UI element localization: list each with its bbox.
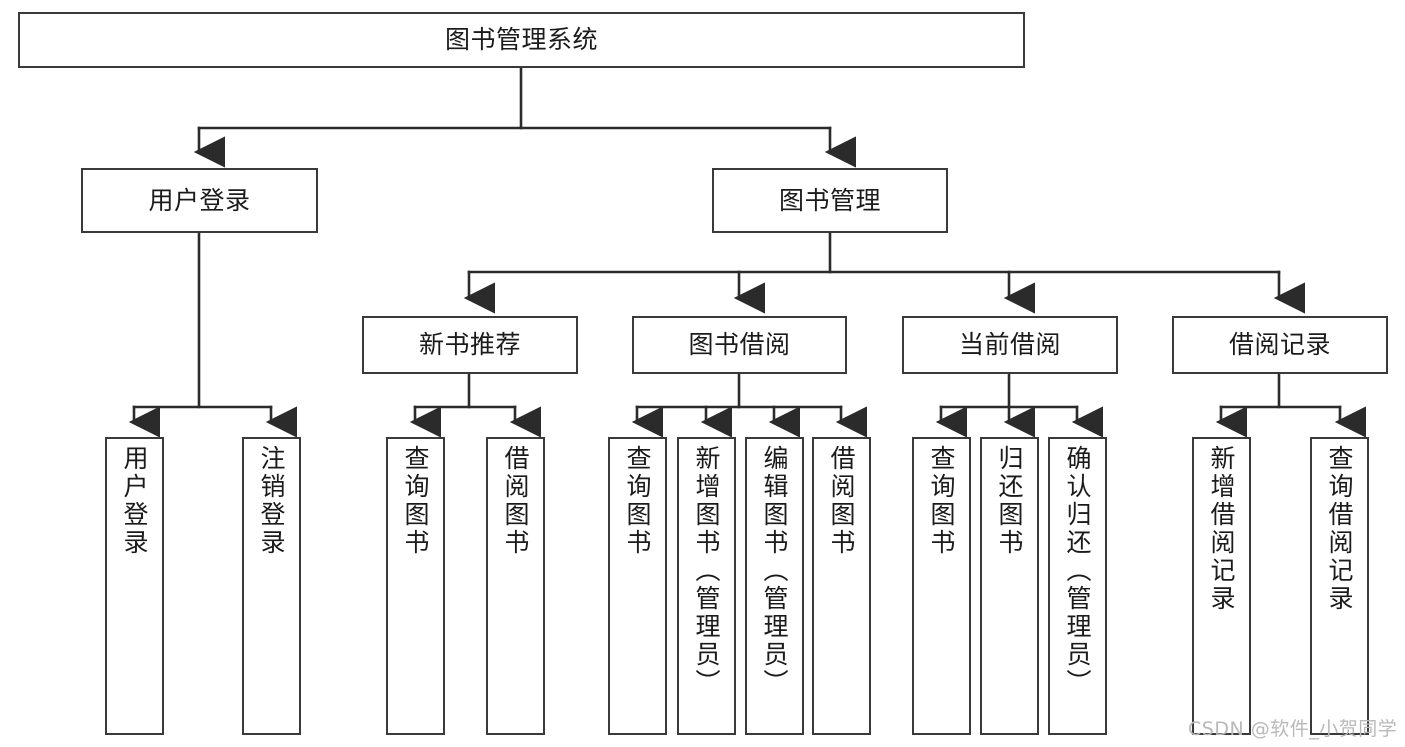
node-borrow-record-label: 借阅记录 — [1228, 330, 1331, 360]
leaf-add-book-label: 新增图书（管理员） — [692, 445, 721, 697]
node-book-manage[interactable]: 图书管理 — [712, 168, 948, 233]
leaf-confirm-return-label: 确认归还（管理员） — [1063, 445, 1092, 697]
leaf-add-book[interactable]: 新增图书（管理员） — [677, 437, 736, 735]
csdn-watermark: CSDN @软件_小贺同学 — [1188, 718, 1398, 740]
node-book-borrow-label: 图书借阅 — [688, 330, 791, 360]
leaf-query-book-3[interactable]: 查询图书 — [912, 437, 971, 735]
node-new-book-rec[interactable]: 新书推荐 — [362, 316, 578, 374]
node-current-borrow[interactable]: 当前借阅 — [902, 316, 1118, 374]
leaf-borrow-book-2[interactable]: 借阅图书 — [812, 437, 871, 735]
leaf-add-record[interactable]: 新增借阅记录 — [1192, 437, 1251, 735]
node-root-label: 图书管理系统 — [444, 25, 598, 55]
leaf-return-book-label: 归还图书 — [995, 445, 1024, 557]
leaf-user-logout[interactable]: 注销登录 — [242, 437, 301, 735]
leaf-borrow-book-2-label: 借阅图书 — [827, 445, 856, 557]
leaf-user-login-label: 用户登录 — [120, 445, 149, 557]
leaf-user-login[interactable]: 用户登录 — [105, 437, 164, 735]
leaf-add-record-label: 新增借阅记录 — [1207, 445, 1236, 613]
leaf-user-logout-label: 注销登录 — [257, 445, 286, 557]
leaf-query-book-1-label: 查询图书 — [401, 445, 430, 557]
leaf-query-record[interactable]: 查询借阅记录 — [1310, 437, 1369, 735]
leaf-edit-book[interactable]: 编辑图书（管理员） — [745, 437, 804, 735]
node-borrow-record[interactable]: 借阅记录 — [1172, 316, 1388, 374]
node-root[interactable]: 图书管理系统 — [18, 12, 1025, 68]
leaf-borrow-book-1-label: 借阅图书 — [501, 445, 530, 557]
leaf-return-book[interactable]: 归还图书 — [980, 437, 1039, 735]
leaf-query-book-2-label: 查询图书 — [623, 445, 652, 557]
leaf-query-record-label: 查询借阅记录 — [1325, 445, 1354, 613]
leaf-borrow-book-1[interactable]: 借阅图书 — [486, 437, 545, 735]
leaf-query-book-1[interactable]: 查询图书 — [386, 437, 445, 735]
leaf-query-book-2[interactable]: 查询图书 — [608, 437, 667, 735]
node-new-book-rec-label: 新书推荐 — [418, 330, 521, 360]
leaf-edit-book-label: 编辑图书（管理员） — [760, 445, 789, 697]
node-current-borrow-label: 当前借阅 — [958, 330, 1061, 360]
node-book-borrow[interactable]: 图书借阅 — [632, 316, 847, 374]
node-book-manage-label: 图书管理 — [778, 185, 881, 215]
node-user-login-label: 用户登录 — [148, 185, 251, 215]
leaf-query-book-3-label: 查询图书 — [927, 445, 956, 557]
node-user-login[interactable]: 用户登录 — [81, 168, 318, 233]
leaf-confirm-return[interactable]: 确认归还（管理员） — [1048, 437, 1107, 735]
